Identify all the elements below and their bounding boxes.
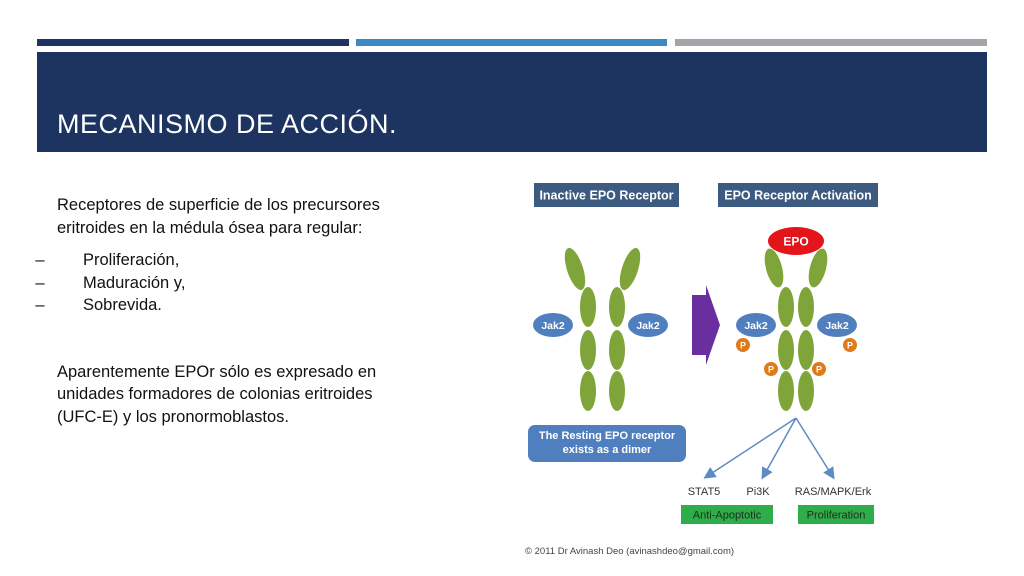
intro-paragraph: Receptores de superficie de los precurso… <box>57 196 380 237</box>
epo-receptor-figure: Inactive EPO Receptor EPO Receptor Activ… <box>520 175 900 565</box>
outcome-anti-apoptotic: Anti-Apoptotic <box>693 510 762 522</box>
bullet-text: Proliferación, <box>83 251 180 269</box>
activated-receptor-dimer <box>764 248 828 411</box>
accent-bar-gray <box>675 39 987 46</box>
jak2-label: Jak2 <box>636 320 660 332</box>
title-band: MECANISMO DE ACCIÓN. <box>37 52 987 152</box>
outcome-proliferation: Proliferation <box>807 510 866 522</box>
epo-receptor-diagram: Inactive EPO Receptor EPO Receptor Activ… <box>525 183 878 557</box>
jak2-left-active <box>736 313 776 337</box>
jak2-label: Jak2 <box>744 320 768 332</box>
figure-copyright: © 2011 Dr Avinash Deo (avinashdeo@gmail.… <box>525 546 734 557</box>
epo-ligand <box>768 227 824 255</box>
bullet-item: – Sobrevida. <box>35 294 387 317</box>
jak2-label: Jak2 <box>825 320 849 332</box>
inactive-receptor-dimer <box>564 247 641 411</box>
phosphate-icon <box>764 362 778 376</box>
proliferation-box <box>798 505 874 524</box>
phosphate-groups: P P P P <box>736 338 857 376</box>
resting-note: The Resting EPO receptor exists as a dim… <box>538 430 676 456</box>
bullet-item: – Maduración y, <box>35 272 387 295</box>
phosphate-icon <box>843 338 857 352</box>
phosphate-label: P <box>816 365 822 375</box>
expression-paragraph: Aparentemente EPOr sólo es expresado en … <box>57 362 377 426</box>
accent-bar-navy <box>37 39 349 46</box>
phosphate-label: P <box>768 365 774 375</box>
anti-apoptotic-box <box>681 505 773 524</box>
activation-header: EPO Receptor Activation <box>724 189 872 203</box>
bullet-marker: – <box>35 273 45 292</box>
body-text: Receptores de superficie de los precurso… <box>35 194 387 428</box>
pathway-pi3k: Pi3K <box>746 486 770 498</box>
pathway-ras-mapk-erk: RAS/MAPK/Erk <box>795 486 872 498</box>
activation-header-box <box>718 183 878 207</box>
bullet-marker: – <box>35 251 45 269</box>
jak2-right-active <box>817 313 857 337</box>
phosphate-label: P <box>740 341 746 351</box>
phosphate-icon <box>812 362 826 376</box>
bullet-item: – Proliferación, <box>35 249 387 272</box>
phosphate-label: P <box>847 341 853 351</box>
inactive-header: Inactive EPO Receptor <box>539 189 673 203</box>
bullet-text: Maduración y, <box>83 273 186 292</box>
bullet-marker: – <box>35 296 45 314</box>
slide-title: MECANISMO DE ACCIÓN. <box>57 109 398 139</box>
pathway-stat5: STAT5 <box>688 486 721 498</box>
bullet-text: Sobrevida. <box>83 296 162 314</box>
bullet-list: – Proliferación, – Maduración y, – Sobrevid… <box>35 249 387 317</box>
signaling-arrows <box>703 417 835 480</box>
jak2-left-inactive <box>533 313 573 337</box>
resting-note-box <box>528 425 686 462</box>
activation-arrow <box>692 285 720 365</box>
epo-label: EPO <box>783 235 808 249</box>
jak2-label: Jak2 <box>541 320 565 332</box>
jak2-right-inactive <box>628 313 668 337</box>
phosphate-icon <box>736 338 750 352</box>
accent-bar-blue <box>356 39 667 46</box>
inactive-header-box <box>534 183 679 207</box>
